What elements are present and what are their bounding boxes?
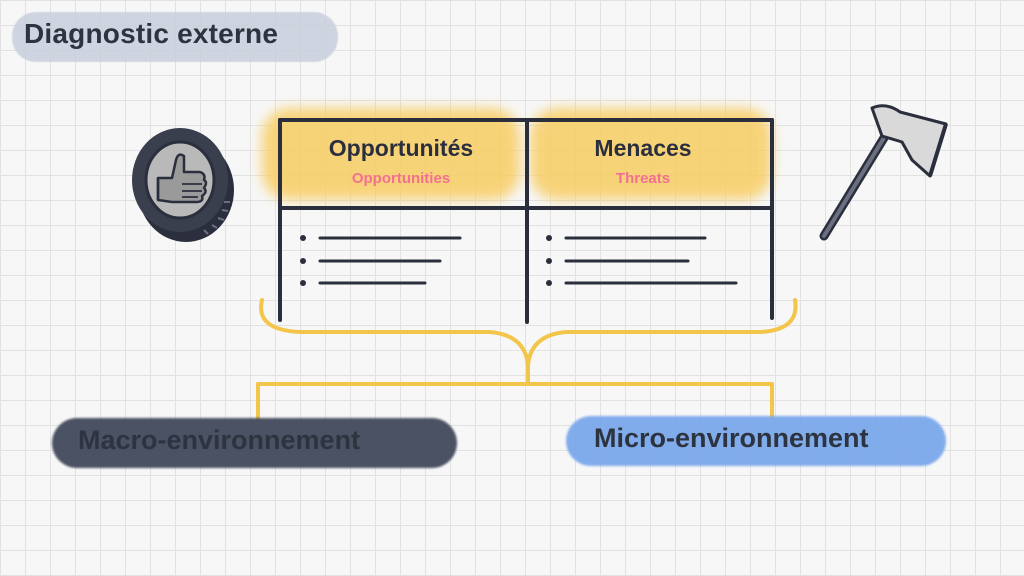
bullet-dot xyxy=(300,258,306,264)
title-highlight xyxy=(12,12,338,62)
threats-header: Menaces Threats xyxy=(523,135,763,187)
bullet-dot xyxy=(546,235,552,241)
threats-header-highlight xyxy=(530,108,772,200)
threats-bullet-list xyxy=(546,235,738,286)
bullet-dot xyxy=(546,280,552,286)
threats-translation: Threats xyxy=(615,170,671,187)
threats-label: Menaces xyxy=(594,135,692,161)
opportunities-label: Opportunités xyxy=(328,135,474,161)
micro-environment-pill xyxy=(566,416,946,466)
opportunities-translation: Opportunities xyxy=(351,170,451,187)
external-table-grid xyxy=(278,118,774,324)
bullet-dot xyxy=(546,258,552,264)
axe-icon xyxy=(819,104,948,241)
page-title: Diagnostic externe xyxy=(24,18,279,49)
micro-environment-label: Micro-environnement xyxy=(594,423,869,453)
opportunities-header-highlight xyxy=(262,108,520,200)
bullet-dot xyxy=(300,280,306,286)
bullet-dot xyxy=(300,235,306,241)
macro-environment-label: Macro-environnement xyxy=(78,425,361,455)
grouping-brace xyxy=(256,298,798,420)
opportunities-bullet-list xyxy=(300,235,462,286)
thumbs-up-coin-icon xyxy=(132,128,234,242)
opportunities-header: Opportunités Opportunities xyxy=(281,135,521,187)
macro-environment-pill xyxy=(52,418,457,468)
